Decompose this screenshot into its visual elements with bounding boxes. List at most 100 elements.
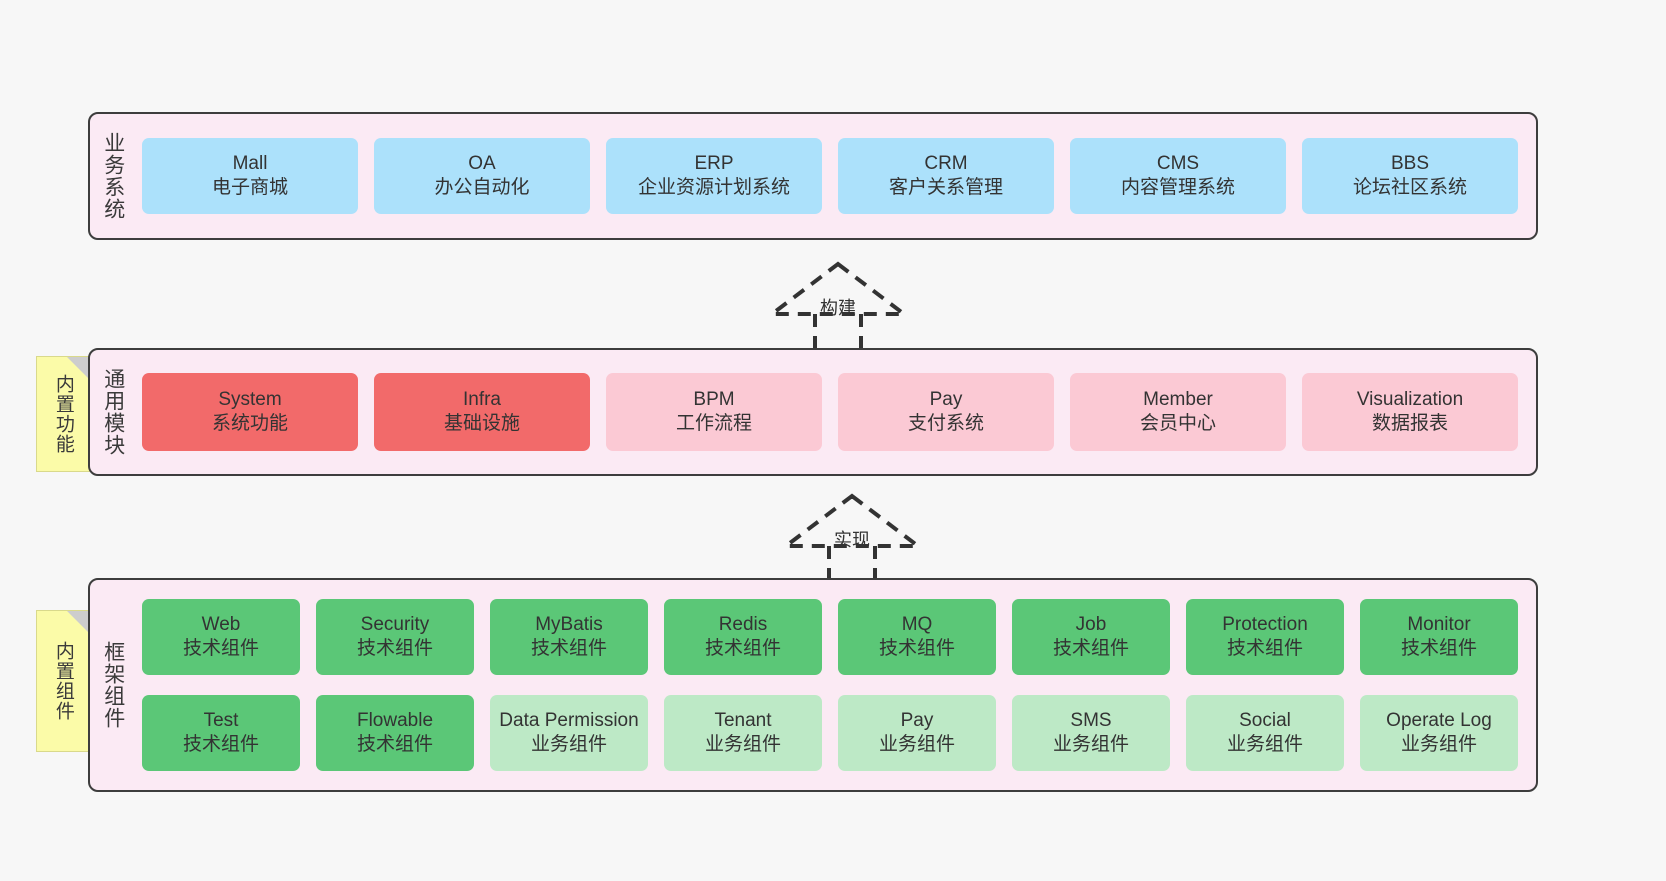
card-member-title: Member (1143, 388, 1213, 410)
card-test-title: Test (203, 709, 239, 731)
card-system-subtitle: 系统功能 (211, 413, 288, 434)
card-monitor-subtitle: 技术组件 (1400, 638, 1477, 659)
card-infra-subtitle: 基础设施 (443, 413, 520, 434)
card-mybatis-title: MyBatis (535, 613, 603, 635)
card-oa-subtitle: 办公自动化 (434, 177, 530, 198)
card-security-title: Security (360, 613, 430, 635)
card-data-permission-title: Data Permission (499, 709, 639, 731)
layer-title-modules: 通用模块 (101, 368, 125, 456)
card-erp-subtitle: 企业资源计划系统 (637, 177, 790, 198)
card-security-subtitle: 技术组件 (356, 638, 433, 659)
card-visualization-subtitle: 数据报表 (1371, 413, 1448, 434)
card-sms[interactable]: SMS 业务组件 (1012, 695, 1170, 771)
card-visualization[interactable]: Visualization 数据报表 (1302, 373, 1518, 451)
card-web-subtitle: 技术组件 (182, 638, 259, 659)
card-redis-title: Redis (718, 613, 768, 635)
card-flowable-title: Flowable (356, 709, 434, 731)
card-visualization-title: Visualization (1356, 388, 1464, 410)
connector-implement: 实现 (777, 490, 927, 582)
card-data-permission-subtitle: 业务组件 (530, 734, 607, 755)
card-flowable-subtitle: 技术组件 (356, 734, 433, 755)
card-mybatis[interactable]: MyBatis 技术组件 (490, 599, 648, 675)
card-mq-subtitle: 技术组件 (878, 638, 955, 659)
card-pay-module-subtitle: 支付系统 (907, 413, 984, 434)
card-protection-title: Protection (1222, 613, 1308, 635)
layer-framework-components: 框架组件 Web 技术组件 Security 技术组件 MyBatis 技术组件… (88, 578, 1538, 792)
card-crm-subtitle: 客户关系管理 (888, 177, 1003, 198)
card-social-subtitle: 业务组件 (1226, 734, 1303, 755)
card-tenant-subtitle: 业务组件 (704, 734, 781, 755)
card-member-subtitle: 会员中心 (1139, 413, 1216, 434)
card-mall-title: Mall (232, 152, 268, 174)
connector-build-label: 构建 (820, 298, 856, 318)
layer-title-framework: 框架组件 (101, 641, 125, 729)
card-test-subtitle: 技术组件 (182, 734, 259, 755)
card-pay-module[interactable]: Pay 支付系统 (838, 373, 1054, 451)
card-erp[interactable]: ERP 企业资源计划系统 (606, 138, 822, 214)
card-monitor[interactable]: Monitor 技术组件 (1360, 599, 1518, 675)
card-operate-log[interactable]: Operate Log 业务组件 (1360, 695, 1518, 771)
card-redis-subtitle: 技术组件 (704, 638, 781, 659)
card-tenant-title: Tenant (714, 709, 772, 731)
card-web[interactable]: Web 技术组件 (142, 599, 300, 675)
layer-common-modules: 通用模块 System 系统功能 Infra 基础设施 BPM 工作流程 Pay… (88, 348, 1538, 476)
card-pay-component-subtitle: 业务组件 (878, 734, 955, 755)
layer-business-systems: 业务系统 Mall 电子商城 OA 办公自动化 ERP 企业资源计划系统 CRM… (88, 112, 1538, 240)
card-protection-subtitle: 技术组件 (1226, 638, 1303, 659)
connector-build: 构建 (763, 258, 913, 350)
card-member[interactable]: Member 会员中心 (1070, 373, 1286, 451)
card-social-title: Social (1239, 709, 1291, 731)
card-cms[interactable]: CMS 内容管理系统 (1070, 138, 1286, 214)
business-card-row: Mall 电子商城 OA 办公自动化 ERP 企业资源计划系统 CRM 客户关系… (142, 138, 1518, 214)
card-mybatis-subtitle: 技术组件 (530, 638, 607, 659)
card-web-title: Web (201, 613, 241, 635)
card-pay-component-title: Pay (900, 709, 934, 731)
card-bbs-subtitle: 论坛社区系统 (1352, 177, 1467, 198)
card-system-title: System (218, 388, 282, 410)
card-pay-module-title: Pay (929, 388, 963, 410)
card-sms-title: SMS (1070, 709, 1112, 731)
card-system[interactable]: System 系统功能 (142, 373, 358, 451)
card-sms-subtitle: 业务组件 (1052, 734, 1129, 755)
card-oa-title: OA (468, 152, 496, 174)
card-bpm[interactable]: BPM 工作流程 (606, 373, 822, 451)
layer-title-business: 业务系统 (101, 132, 125, 220)
card-mall[interactable]: Mall 电子商城 (142, 138, 358, 214)
card-flowable[interactable]: Flowable 技术组件 (316, 695, 474, 771)
connector-implement-label: 实现 (834, 530, 870, 550)
card-redis[interactable]: Redis 技术组件 (664, 599, 822, 675)
card-operate-log-subtitle: 业务组件 (1400, 734, 1477, 755)
sticky-note-builtin-components: 内置组件 (36, 610, 90, 752)
card-bpm-title: BPM (693, 388, 735, 410)
card-mq-title: MQ (901, 613, 933, 635)
card-data-permission[interactable]: Data Permission 业务组件 (490, 695, 648, 771)
framework-card-row-1: Web 技术组件 Security 技术组件 MyBatis 技术组件 Redi… (142, 599, 1518, 675)
card-erp-title: ERP (694, 152, 734, 174)
card-test[interactable]: Test 技术组件 (142, 695, 300, 771)
card-job-subtitle: 技术组件 (1052, 638, 1129, 659)
card-bbs-title: BBS (1390, 152, 1430, 174)
card-bpm-subtitle: 工作流程 (675, 413, 752, 434)
card-mq[interactable]: MQ 技术组件 (838, 599, 996, 675)
layer-body-business: Mall 电子商城 OA 办公自动化 ERP 企业资源计划系统 CRM 客户关系… (136, 114, 1536, 238)
card-social[interactable]: Social 业务组件 (1186, 695, 1344, 771)
card-pay-component[interactable]: Pay 业务组件 (838, 695, 996, 771)
card-mall-subtitle: 电子商城 (211, 177, 288, 198)
layer-body-framework: Web 技术组件 Security 技术组件 MyBatis 技术组件 Redi… (136, 580, 1536, 790)
card-crm[interactable]: CRM 客户关系管理 (838, 138, 1054, 214)
card-crm-title: CRM (924, 152, 968, 174)
card-protection[interactable]: Protection 技术组件 (1186, 599, 1344, 675)
card-cms-title: CMS (1156, 152, 1200, 174)
sticky-note-builtin-features: 内置功能 (36, 356, 90, 472)
card-oa[interactable]: OA 办公自动化 (374, 138, 590, 214)
card-security[interactable]: Security 技术组件 (316, 599, 474, 675)
card-bbs[interactable]: BBS 论坛社区系统 (1302, 138, 1518, 214)
card-tenant[interactable]: Tenant 业务组件 (664, 695, 822, 771)
card-cms-subtitle: 内容管理系统 (1120, 177, 1235, 198)
card-infra[interactable]: Infra 基础设施 (374, 373, 590, 451)
modules-card-row: System 系统功能 Infra 基础设施 BPM 工作流程 Pay 支付系统… (142, 373, 1518, 451)
card-job-title: Job (1075, 613, 1107, 635)
card-job[interactable]: Job 技术组件 (1012, 599, 1170, 675)
card-infra-title: Infra (462, 388, 502, 410)
